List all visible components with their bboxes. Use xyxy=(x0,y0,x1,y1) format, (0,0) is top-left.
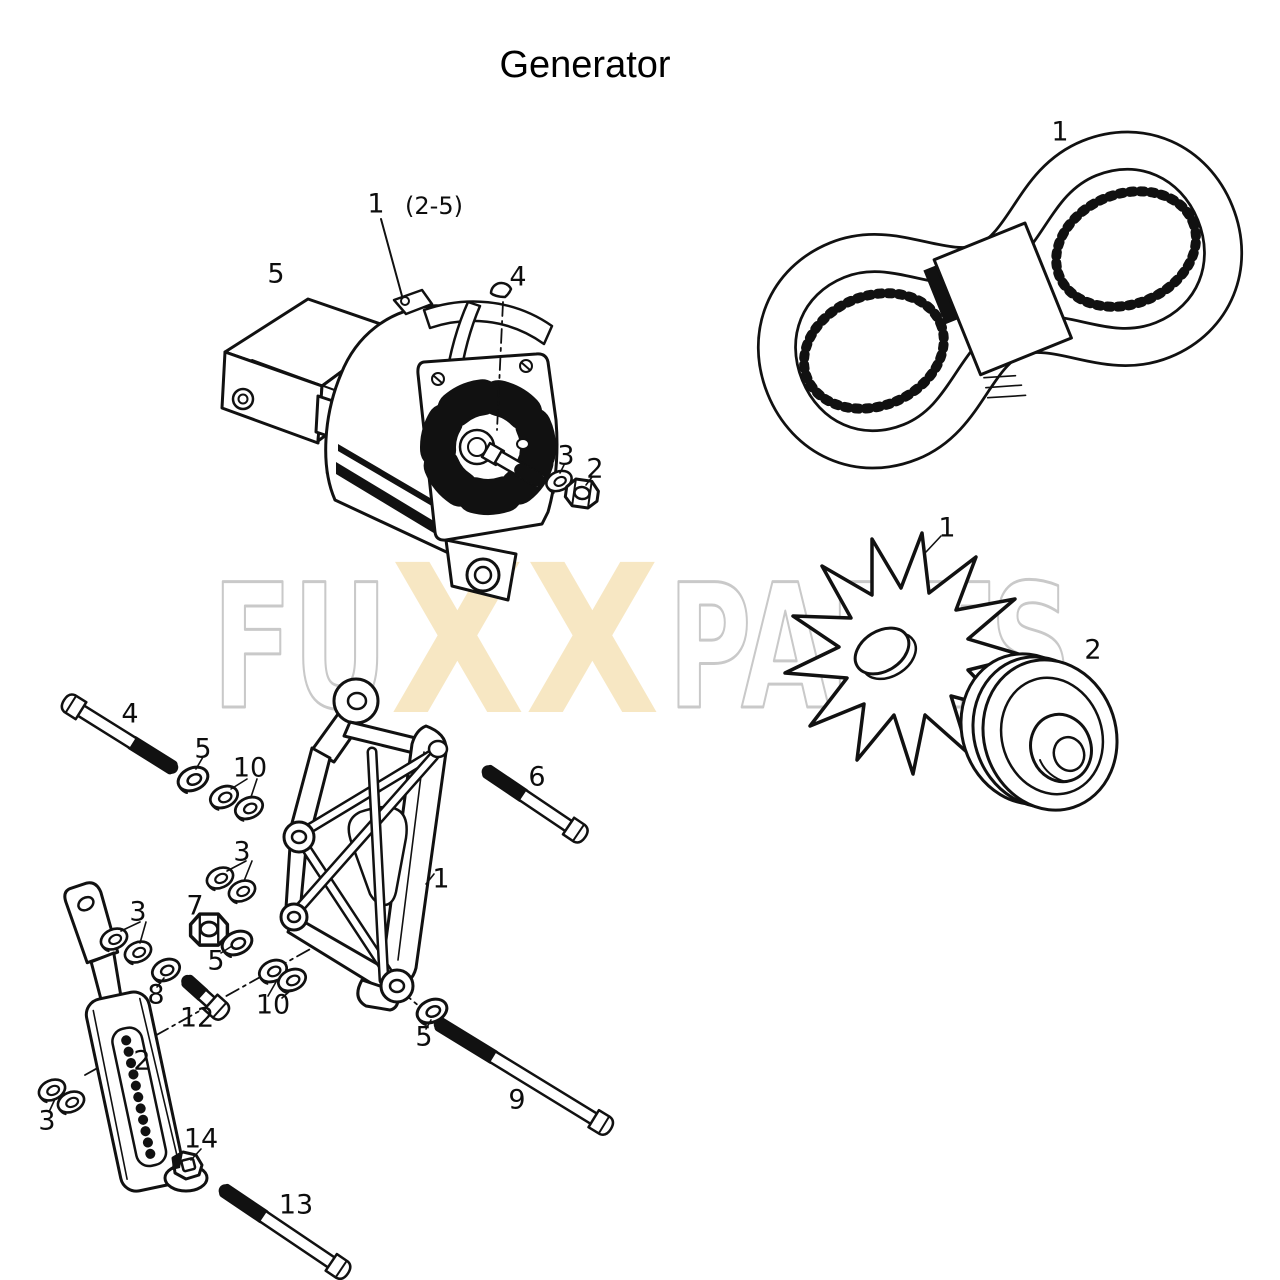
belt-sleeve xyxy=(932,221,1073,377)
callout-fan: 1 xyxy=(938,512,956,544)
fan-wheel-figure xyxy=(783,531,1027,776)
pulley-groove xyxy=(999,676,1105,796)
callout-alternator-range: (2-5) xyxy=(405,192,463,220)
callout-nut-7: 7 xyxy=(186,890,204,922)
callout-bolt-9: 9 xyxy=(508,1084,526,1116)
tensioner-serration xyxy=(121,1035,157,1163)
callout-regulator: 5 xyxy=(267,258,285,290)
alternator-shaft xyxy=(480,441,547,490)
callout-alternator-assembly: 1 xyxy=(367,188,385,220)
bracket-figure xyxy=(34,677,615,1280)
belt-teeth-right xyxy=(1051,186,1201,312)
callout-washer-5b: 5 xyxy=(207,945,225,977)
callout-bolt-6: 6 xyxy=(528,761,546,793)
center-line xyxy=(496,301,504,431)
alternator-figure xyxy=(220,218,602,602)
bolt-6 xyxy=(481,764,589,844)
watermark-middle: XX xyxy=(390,521,660,761)
callout-tensioner: 2 xyxy=(133,1045,151,1077)
leader-line xyxy=(380,218,406,308)
pulley-figure xyxy=(959,652,1119,812)
bolt-12 xyxy=(181,974,231,1021)
belt-teeth-left xyxy=(799,288,949,414)
callout-alt-washer: 3 xyxy=(557,440,575,472)
belt-dark-edge xyxy=(923,265,959,325)
callout-alt-nut: 2 xyxy=(586,453,604,485)
page-title: Generator xyxy=(499,44,671,86)
flange-nut-14 xyxy=(163,1150,209,1193)
alternator-front-plate xyxy=(416,352,559,602)
v-belt-figure xyxy=(757,130,1243,470)
callout-washer-3a: 3 xyxy=(233,836,251,868)
callout-washer-10b: 10 xyxy=(255,989,291,1021)
callout-washer-8: 8 xyxy=(147,979,165,1011)
washer-5a xyxy=(172,761,214,797)
callout-washer-3b: 3 xyxy=(129,896,147,928)
callout-washer-10a: 10 xyxy=(232,752,268,784)
callout-belt: 1 xyxy=(1051,116,1069,148)
callout-bolt-13: 13 xyxy=(278,1189,314,1221)
callout-washer-5a: 5 xyxy=(194,733,212,765)
callout-washer-5c: 5 xyxy=(415,1021,433,1053)
tensioner-arm xyxy=(63,881,186,1193)
woodruff-key xyxy=(489,281,513,299)
truss-braces xyxy=(290,746,442,988)
callout-bolt-12: 12 xyxy=(179,1002,215,1034)
callout-bolt-4: 4 xyxy=(121,698,139,730)
callout-bracket: 1 xyxy=(432,863,450,895)
callout-woodruff-key: 4 xyxy=(509,261,527,293)
bolt-9 xyxy=(433,1017,615,1136)
fan-slots xyxy=(420,379,556,515)
mounting-bracket xyxy=(279,677,449,1012)
bolt-13 xyxy=(218,1183,352,1280)
fan-hub-hole xyxy=(853,626,911,676)
callout-pulley: 2 xyxy=(1084,634,1102,666)
callout-washer-3c: 3 xyxy=(38,1105,56,1137)
bolt-4 xyxy=(60,693,179,775)
callout-nut-14: 14 xyxy=(183,1123,219,1155)
